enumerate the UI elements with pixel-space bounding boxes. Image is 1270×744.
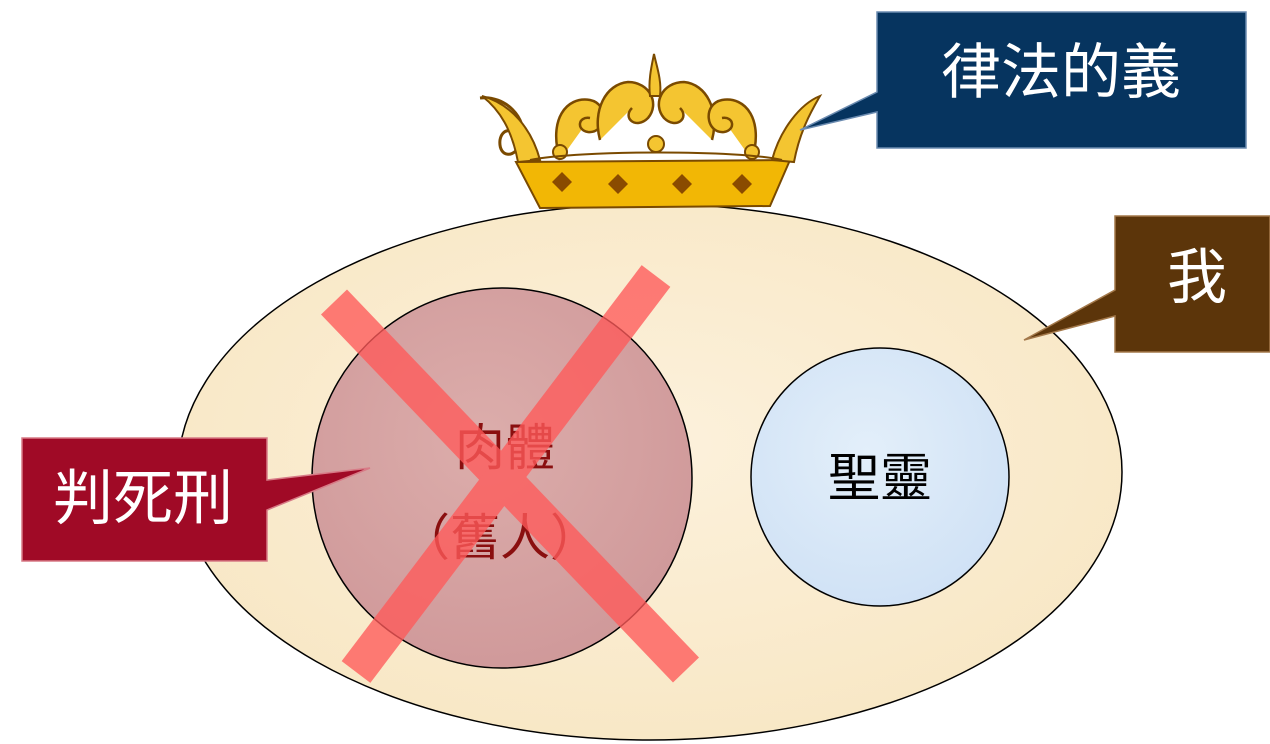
holy-spirit-label: 聖靈 bbox=[828, 449, 932, 509]
self-label: 我 bbox=[1167, 243, 1227, 313]
law-righteousness-label: 律法的義 bbox=[941, 38, 1181, 108]
death-sentence-callout: 判死刑 bbox=[21, 437, 371, 562]
holy-spirit-circle bbox=[750, 347, 1010, 607]
red-x-mark bbox=[320, 265, 700, 683]
death-sentence-label: 判死刑 bbox=[53, 464, 233, 534]
x-stroke-2 bbox=[341, 265, 671, 683]
law-righteousness-callout: 律法的義 bbox=[799, 11, 1247, 149]
crown-icon bbox=[479, 53, 823, 210]
self-callout: 我 bbox=[1023, 215, 1270, 353]
